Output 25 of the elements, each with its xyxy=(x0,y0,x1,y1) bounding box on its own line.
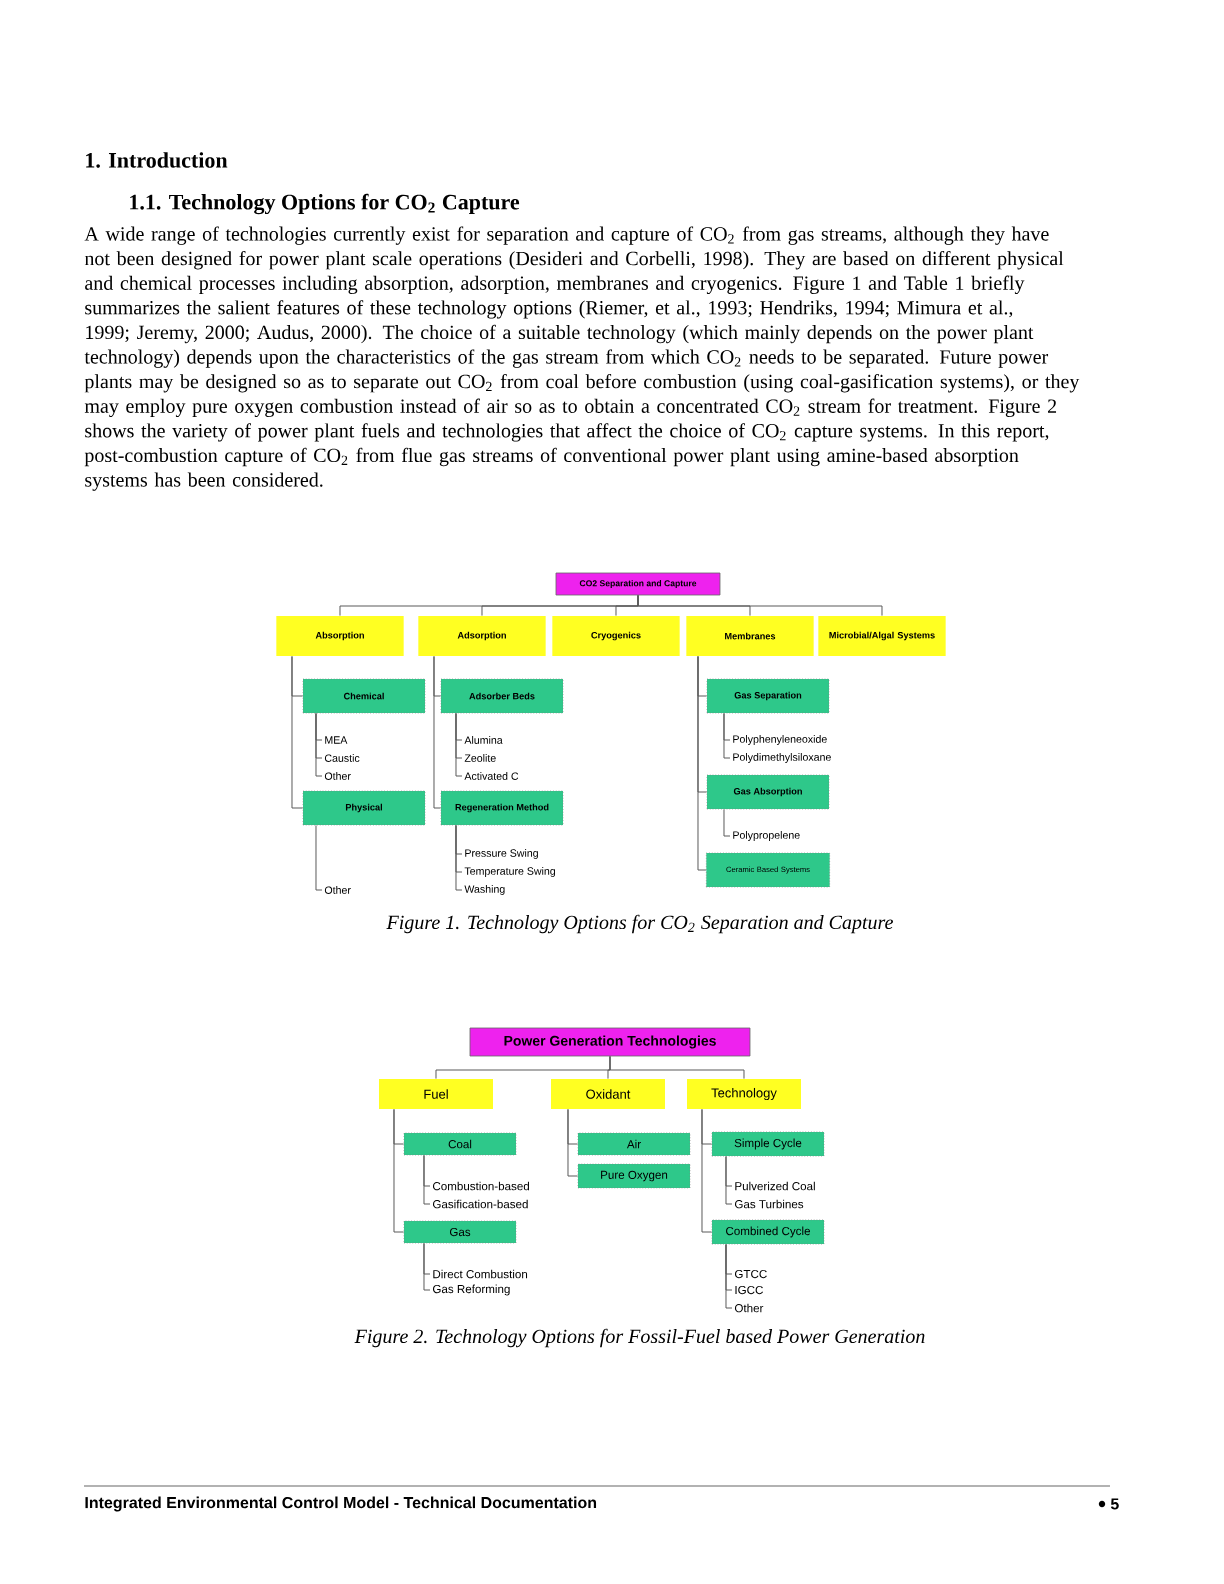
figure-caption: Figure 1. Technology Options for CO$_{2}$ Separation and Capture xyxy=(386,914,893,934)
connector-line xyxy=(567,1108,579,1177)
connector-line xyxy=(315,712,323,777)
connector-line xyxy=(393,1108,405,1233)
figure-caption: Figure 2. Technology Options for Fossil-Fuel based Power Generation xyxy=(354,1328,925,1348)
connector-line xyxy=(637,594,883,617)
connector-line xyxy=(725,1244,733,1309)
connector-line xyxy=(697,655,707,871)
connector-line xyxy=(291,655,304,809)
connector-line xyxy=(609,1055,745,1080)
connector-line xyxy=(423,1242,431,1291)
section-heading: 1. Introduction xyxy=(86,152,228,168)
connector-line xyxy=(423,1154,431,1205)
footer-text: Integrated Environmental Control Model - Technical Documentation xyxy=(85,1496,597,1512)
subsection-heading: 1.1. Technology Options for CO$_{2}$ Capture xyxy=(130,193,520,215)
connector-line xyxy=(725,1156,733,1205)
connector-line xyxy=(723,712,731,759)
connector-line xyxy=(723,808,731,837)
connector-line xyxy=(315,824,323,891)
connector-line xyxy=(455,712,463,777)
connector-line xyxy=(455,824,463,891)
body-paragraph: A wide range of technologies currently exist for separation and capture of CO$_{2}$ from gas streams, although they have not been designed for power plant scale operations (Desideri and Corbelli, 1998). They are based on different physical and chemical processes including absorption, adsorption, membranes and cryogenics. Figure 1 and Table 1 briefly summarizes the salient features of these technology options (Riemer, et al., 1993; Hendriks, 1994; Mimura et al., 1999; Jeremy, 2000; Audus, 2000). The choice of a suitable technology (which mainly depends on the power plant technology) depends upon the characteristics of the gas stream from which CO$_{2}$ needs to be separated. Future power plants may be designed so as to separate out CO$_{2}$ from coal before combustion (using coal-gasification systems), or they may employ pure oxygen combustion instead of air so as to obtain a concentrated CO$_{2}$ stream for treatment. Figure 2 shows the variety of power plant fuels and technologies that affect the choice of CO$_{2}$ capture systems. In this report, post-combustion capture of CO$_{2}$ from flue gas streams of conventional power plant using amine-based absorption systems has been considered. xyxy=(84,226,1080,491)
page-number: 5 xyxy=(1110,1498,1119,1510)
connector-line xyxy=(433,655,442,809)
connector-line xyxy=(701,1108,713,1233)
